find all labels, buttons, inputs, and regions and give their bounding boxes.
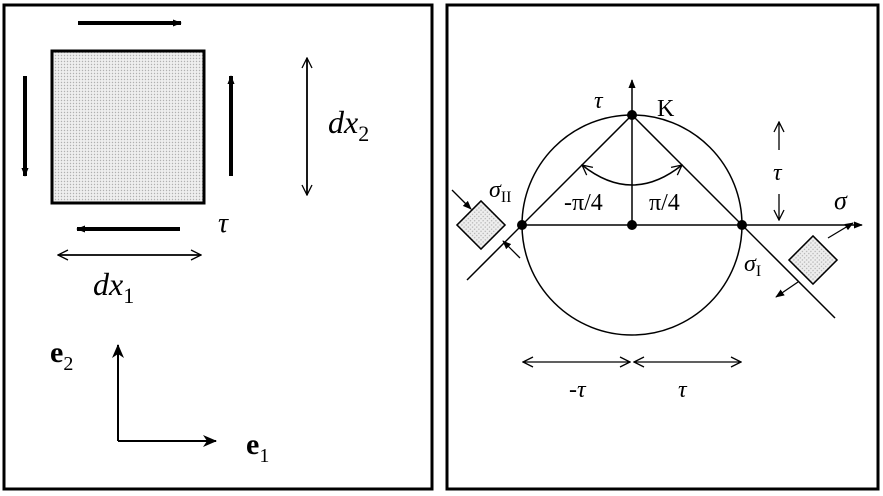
neg-pi-over-4-label: -π/4: [564, 190, 603, 216]
point-k: [627, 110, 637, 120]
angle-arc: [582, 165, 682, 186]
principal-element-ii: [455, 199, 507, 251]
right-panel: τ K σ -π/4 π/4 σII σI τ -τ τ: [445, 3, 880, 491]
left-frame: [2, 3, 434, 491]
sigma-axis-label: σ: [834, 186, 848, 215]
principal-line-right: [631, 114, 836, 319]
element-ii-arrow-out: [502, 240, 521, 259]
element-ii-arrow-in: [451, 189, 472, 210]
tau-axis-label: τ: [594, 88, 604, 114]
point-center: [627, 220, 637, 230]
element-i-arrow-down: [775, 281, 799, 298]
right-frame: [445, 3, 880, 491]
principal-line-left: [466, 114, 633, 281]
sigma-ii-label: σII: [489, 177, 512, 206]
neg-tau-label: -τ: [569, 377, 587, 403]
tau-h-label: τ: [678, 377, 688, 403]
stress-element: [50, 49, 206, 205]
point-k-label: K: [657, 96, 675, 122]
sigma-i-label: σI: [744, 251, 761, 280]
dx2-label: dx2: [328, 104, 369, 146]
e1-label: e1: [246, 428, 269, 467]
tau-dimension-label: τ: [773, 160, 783, 186]
pi-over-4-label: π/4: [649, 190, 680, 216]
element-i-arrow-up: [827, 222, 854, 239]
principal-element-i: [787, 234, 839, 286]
left-panel: τ dx2 dx1 e2 e1: [2, 3, 434, 491]
dx1-label: dx1: [93, 266, 134, 308]
tau-label: τ: [218, 208, 229, 239]
e2-label: e2: [50, 336, 73, 375]
point-sigma-i: [737, 220, 747, 230]
point-sigma-ii: [517, 220, 527, 230]
